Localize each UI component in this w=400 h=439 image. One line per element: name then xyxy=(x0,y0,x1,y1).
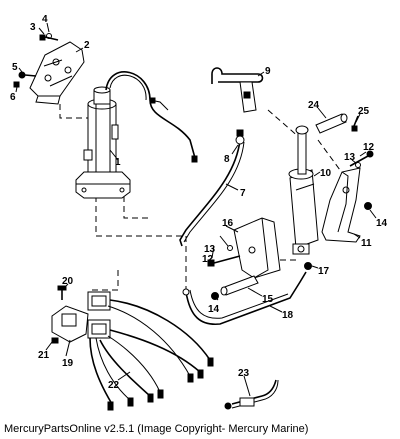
callout-4: 4 xyxy=(42,14,48,25)
washer-part-13-right xyxy=(355,162,361,168)
callout-17: 17 xyxy=(318,266,330,277)
callout-13-right: 13 xyxy=(344,152,356,163)
callout-25: 25 xyxy=(358,106,370,117)
washer-part-13-left xyxy=(227,245,233,251)
callout-16: 16 xyxy=(222,218,234,229)
pump-wire-leads xyxy=(105,71,198,163)
pin-part-15 xyxy=(220,275,259,296)
callout-5: 5 xyxy=(12,62,18,73)
wiring-harness-part-22 xyxy=(87,291,214,411)
callout-9: 9 xyxy=(265,66,271,77)
callout-13-left: 13 xyxy=(204,244,216,255)
nut-part-6 xyxy=(13,81,20,88)
callout-6: 6 xyxy=(10,92,16,103)
washer-part-4 xyxy=(46,33,52,39)
pivot-pin-part-24 xyxy=(315,113,348,134)
bracket-part-16 xyxy=(233,217,281,279)
callout-8: 8 xyxy=(224,154,230,165)
bolt-part-25 xyxy=(351,115,359,132)
callout-2: 2 xyxy=(84,40,90,51)
trim-pump-part-1 xyxy=(75,86,131,199)
relay-mount-part-19 xyxy=(51,305,89,343)
callout-20: 20 xyxy=(62,276,74,287)
callout-18: 18 xyxy=(282,310,294,321)
callout-11: 11 xyxy=(361,238,372,249)
bolt-part-12-left xyxy=(207,255,241,267)
callout-3: 3 xyxy=(30,22,36,33)
callout-23: 23 xyxy=(238,368,250,379)
trim-cylinder-part-10 xyxy=(288,125,319,255)
callout-15: 15 xyxy=(262,294,274,305)
bolt-part-12-right xyxy=(349,150,374,167)
callout-22: 22 xyxy=(108,380,120,391)
copyright-caption: MercuryPartsOnline v2.5.1 (Image Copyrig… xyxy=(4,423,309,435)
fitting-part-8 xyxy=(235,129,245,145)
callout-24: 24 xyxy=(308,100,320,111)
exploded-parts-diagram: 1 2 3 4 5 6 7 8 9 10 11 12 13 14 15 16 1… xyxy=(10,14,388,411)
screw-part-20 xyxy=(57,285,67,300)
callout-leaders xyxy=(15,22,377,397)
callout-7: 7 xyxy=(240,188,246,199)
callout-14-right: 14 xyxy=(376,218,388,229)
callout-10: 10 xyxy=(320,168,332,179)
nut-part-21 xyxy=(51,337,59,344)
nut-part-14-left xyxy=(211,292,219,300)
callout-12-right: 12 xyxy=(363,142,375,153)
cable-part-23 xyxy=(224,379,279,410)
callout-labels: 1 2 3 4 5 6 7 8 9 10 11 12 13 14 15 16 1… xyxy=(10,14,388,391)
callout-19: 19 xyxy=(62,358,74,369)
bolt-part-3 xyxy=(39,34,59,41)
nut-part-17 xyxy=(304,262,312,270)
nut-part-14-right xyxy=(364,202,372,210)
bolt-part-5 xyxy=(18,71,37,79)
callout-21: 21 xyxy=(38,350,50,361)
callout-1: 1 xyxy=(115,157,121,168)
callout-12-left: 12 xyxy=(202,254,214,265)
bracket-part-11 xyxy=(321,167,361,243)
mounting-bracket-part-2 xyxy=(29,41,85,105)
clip-part-9 xyxy=(211,67,264,113)
hydraulic-line-part-18 xyxy=(182,271,307,325)
hydraulic-line-part-7 xyxy=(179,139,245,247)
callout-14-left: 14 xyxy=(208,304,220,315)
